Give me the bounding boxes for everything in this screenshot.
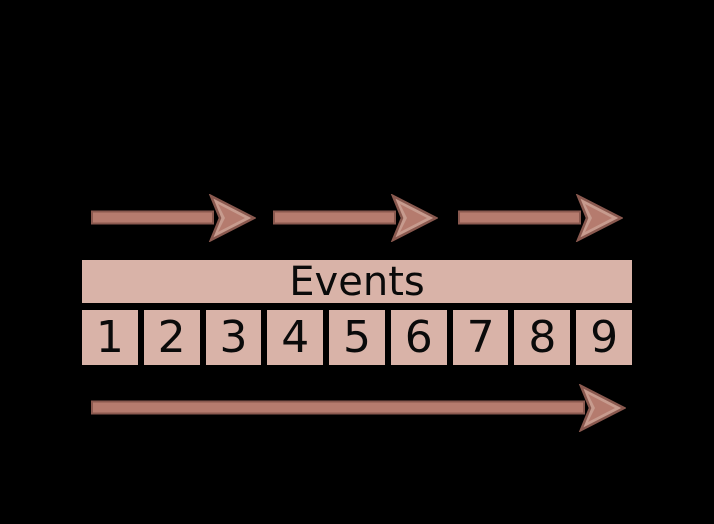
arrow-shaft [273, 210, 396, 225]
right-arrow-icon-2 [273, 194, 438, 242]
arrow-head-bevel [588, 394, 615, 422]
arrow-head-bevel [218, 204, 245, 232]
events-table-title: Events [80, 258, 634, 305]
arrow-head-bevel [585, 204, 612, 232]
right-arrow-icon-1 [91, 194, 256, 242]
event-cell-3: 3 [203, 308, 264, 367]
arrow-shaft [91, 400, 585, 415]
event-cell-9: 9 [574, 308, 635, 367]
event-cell-2: 2 [141, 308, 202, 367]
events-table: Events 1 2 3 4 5 6 7 8 9 [80, 258, 635, 367]
right-arrow-icon-3 [458, 194, 623, 242]
events-table-row: 1 2 3 4 5 6 7 8 9 [80, 308, 635, 367]
right-arrow-icon-long [91, 384, 626, 432]
arrow-head-bevel [400, 204, 427, 232]
event-cell-5: 5 [327, 308, 387, 367]
event-cell-4: 4 [265, 308, 326, 367]
event-cell-7: 7 [450, 308, 511, 367]
arrow-shaft [458, 210, 581, 225]
arrow-shaft [91, 210, 214, 225]
event-cell-1: 1 [80, 308, 140, 367]
event-cell-8: 8 [512, 308, 573, 367]
event-cell-6: 6 [388, 308, 449, 367]
